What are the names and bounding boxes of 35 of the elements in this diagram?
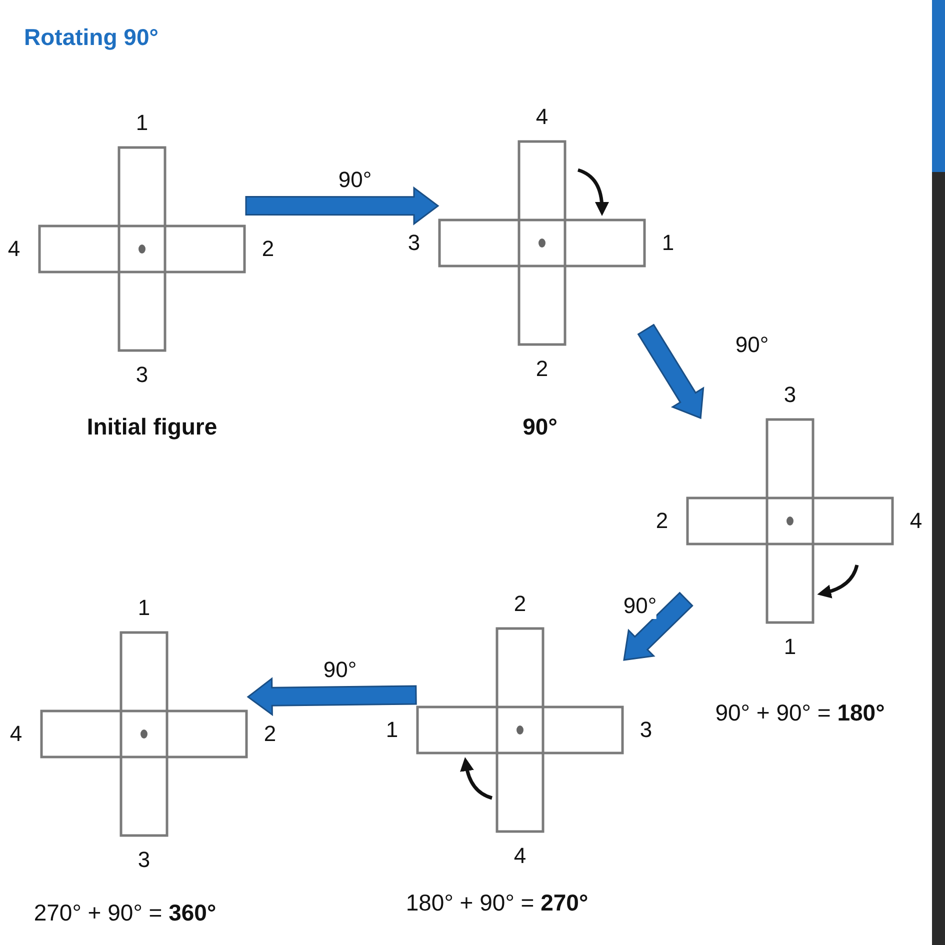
arm-number: 4 [514,843,526,869]
arm-number: 4 [8,236,20,262]
figure-caption: 90° + 90° = 180° [715,700,885,726]
arm-number: 4 [910,508,922,534]
figure-caption: 180° + 90° = 270° [406,890,588,916]
block-arrow [245,186,440,226]
figure-caption: Initial figure [86,414,218,440]
cross-figure [438,140,646,346]
arm-number: 2 [656,508,668,534]
arm-number: 2 [264,721,276,747]
arm-number: 2 [536,356,548,382]
arm-number: 1 [136,110,148,136]
figure-caption: 90° [522,414,558,440]
arm-number: 3 [138,847,150,873]
cross-figure [416,627,624,833]
arm-number: 2 [262,236,274,262]
arm-number: 3 [640,717,652,743]
block-arrow [623,592,694,661]
arm-number: 1 [662,230,674,256]
block-arrow [246,677,417,716]
title: Rotating 90° [24,24,158,51]
arm-number: 4 [536,104,548,130]
arm-number: 4 [10,721,22,747]
arm-number: 3 [136,362,148,388]
figure-caption: 270° + 90° = 360° [34,900,216,926]
arm-number: 3 [408,230,420,256]
arm-number: 1 [386,717,398,743]
cross-figure [40,631,248,837]
arm-number: 2 [514,591,526,617]
arm-number: 1 [784,634,796,660]
arm-number: 1 [138,595,150,621]
arm-number: 3 [784,382,796,408]
block-arrow [637,324,704,420]
cross-figure [686,418,894,624]
cross-figure [38,146,246,352]
